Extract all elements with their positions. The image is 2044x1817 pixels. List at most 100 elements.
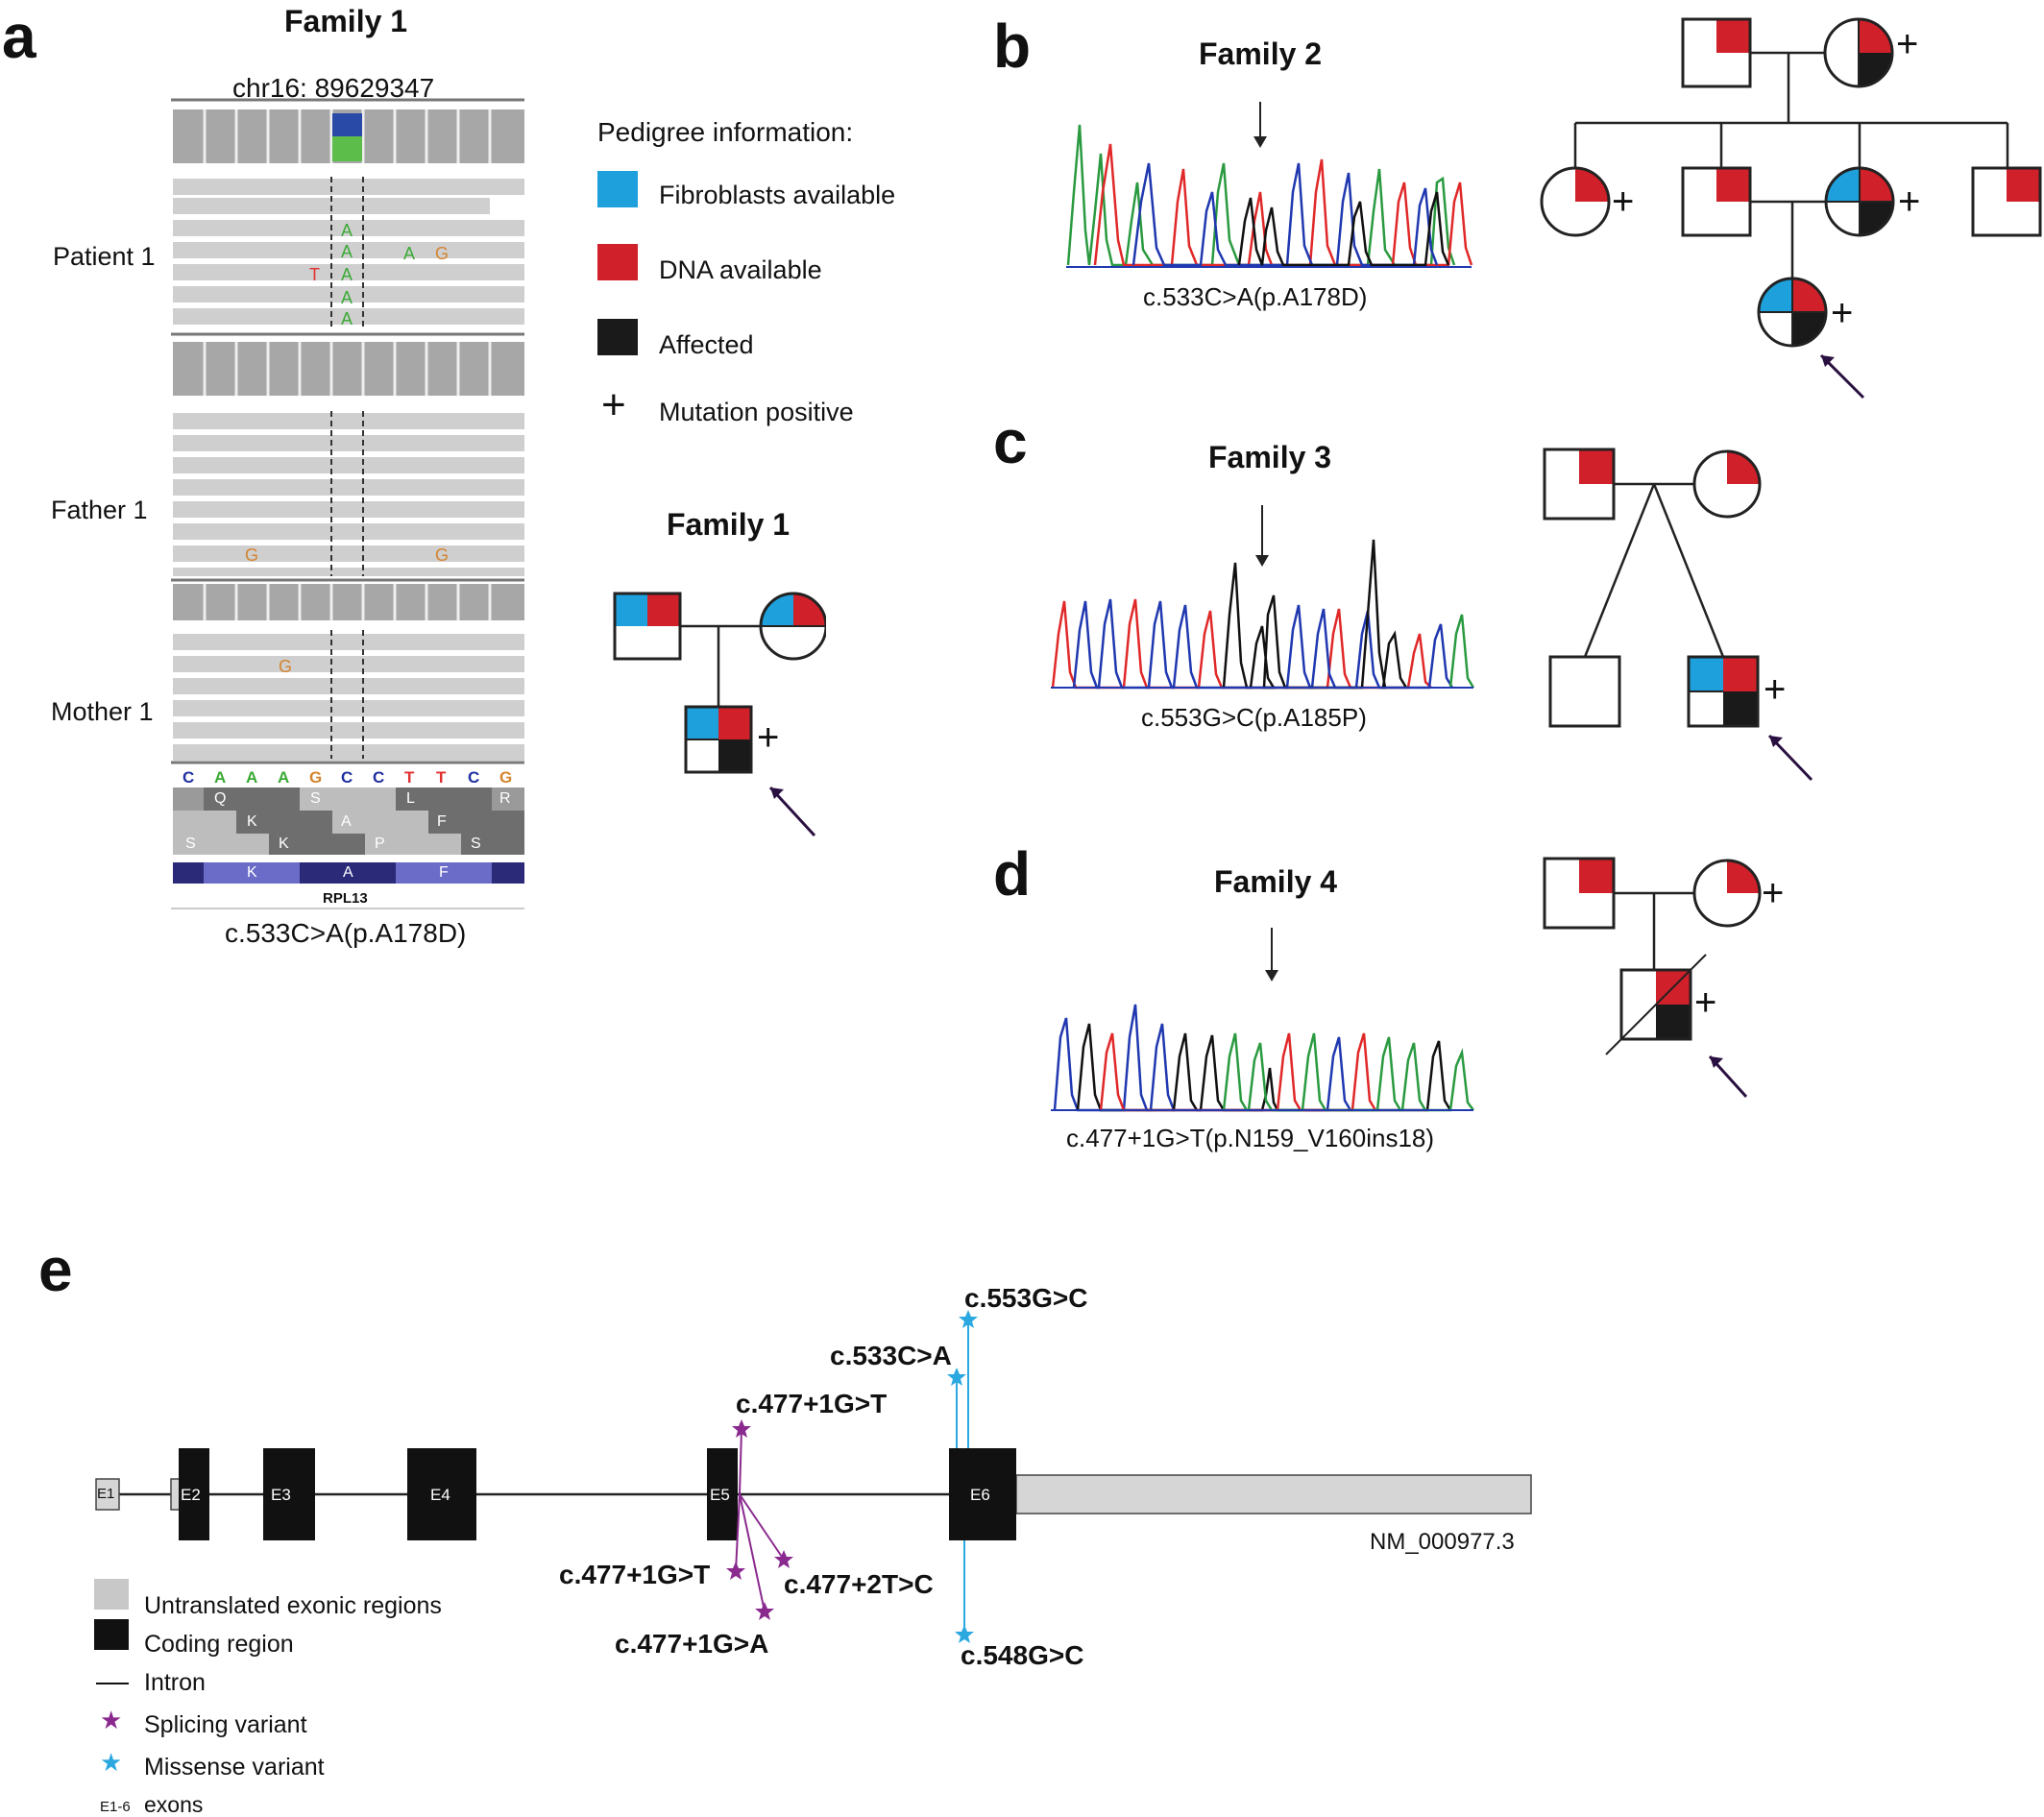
legend-label-mutation: Mutation positive — [659, 398, 854, 426]
mother-coverage — [173, 584, 524, 620]
aa-letter: S — [310, 790, 321, 807]
family2-grandmother — [1823, 17, 1894, 88]
transcript-id: NM_000977.3 — [1370, 1529, 1515, 1555]
aa-letter: K — [279, 836, 289, 852]
legend-swatch-fibroblasts — [597, 171, 638, 207]
variant-label-splice-left: c.477+1G>T — [559, 1560, 711, 1589]
family2-plus-mother: + — [1898, 181, 1921, 223]
variant-label-splice-right: c.477+2T>C — [784, 1569, 934, 1599]
family4-father — [1543, 857, 1616, 930]
exon-e3 — [263, 1448, 315, 1540]
family2-plus-proband: + — [1831, 292, 1854, 334]
family2-plus-grandmother: + — [1896, 23, 1919, 65]
legend-coding-label: Coding region — [144, 1631, 294, 1658]
variant-label-splice-bottom: c.477+1G>A — [615, 1629, 769, 1659]
seq-base: G — [309, 768, 323, 787]
family4-plus-proband: + — [1694, 981, 1717, 1024]
family3-pedigree — [1543, 448, 1813, 782]
base-letter: G — [245, 545, 259, 565]
exon-e2 — [179, 1448, 209, 1540]
missense-variant-stems — [956, 1320, 969, 1633]
family3-mother — [1692, 449, 1762, 519]
legend-label-dna: DNA available — [659, 255, 822, 284]
variant-label-missense-533: c.533C>A — [830, 1341, 952, 1370]
family1-pedigree — [613, 592, 826, 837]
family2-uncle — [1971, 166, 2042, 237]
exon-label-e1: E1 — [97, 1486, 115, 1502]
panel-c-title: Family 3 — [1208, 440, 1332, 474]
exon-e6 — [949, 1448, 1016, 1540]
exon-label-e4: E4 — [430, 1486, 450, 1504]
protein-letter: K — [247, 864, 257, 881]
variant-label-splice-top: c.477+1G>T — [736, 1389, 888, 1418]
panel-c-caption: c.553G>C(p.A185P) — [1141, 703, 1367, 732]
seq-base: A — [246, 768, 258, 787]
legend-label-fibroblasts: Fibroblasts available — [659, 181, 896, 209]
exon-label-e6: E6 — [970, 1486, 990, 1504]
protein-track — [173, 862, 524, 884]
exon-label-e3: E3 — [271, 1486, 291, 1504]
seq-base: C — [373, 768, 385, 787]
base-letter: G — [279, 657, 293, 676]
legend-swatch-dna — [597, 244, 638, 280]
aa-letter: S — [471, 836, 481, 852]
family4-plus-mother: + — [1762, 872, 1785, 914]
base-letter: A — [341, 309, 353, 328]
panel-label-a: a — [2, 2, 36, 71]
splice-variant-stars — [726, 1419, 793, 1620]
panel-label-d: d — [993, 839, 1032, 908]
aa-letter: K — [247, 813, 257, 830]
family2-grandfather — [1681, 17, 1752, 88]
legend-swatch-affected — [597, 319, 638, 355]
family2-plus-aunt: + — [1612, 181, 1635, 223]
legend-plus-symbol: + — [601, 381, 626, 428]
base-letter: T — [309, 265, 320, 284]
aa-letter: A — [341, 813, 352, 830]
seq-base: A — [214, 768, 227, 787]
panel-d-caption: c.477+1G>T(p.N159_V160ins18) — [1066, 1124, 1435, 1152]
base-letter: A — [341, 265, 353, 284]
family1-proband — [684, 705, 753, 774]
family1-plus: + — [757, 716, 780, 759]
gene-structure — [95, 1310, 1532, 1643]
panel-label-b: b — [993, 12, 1032, 81]
legend-utr-label: Untranslated exonic regions — [144, 1592, 442, 1619]
panel-b-caption: c.533C>A(p.A178D) — [1143, 282, 1368, 311]
family3-father — [1543, 448, 1616, 521]
panel-a-caption: c.533C>A(p.A178D) — [225, 918, 467, 948]
aa-letter: R — [499, 790, 511, 807]
splice-variant-stems — [735, 1428, 785, 1612]
aa-letter: F — [437, 813, 447, 830]
aa-letter: L — [406, 790, 415, 807]
aa-frames — [173, 787, 524, 855]
family2-aunt — [1540, 166, 1611, 237]
gene-label: RPL13 — [323, 890, 368, 907]
variant-label-missense-553: c.553G>C — [964, 1283, 1088, 1313]
family4-mother — [1692, 859, 1762, 928]
protein-letter: A — [343, 864, 353, 881]
exon-label-e5: E5 — [710, 1486, 730, 1504]
family3-proband — [1687, 655, 1760, 728]
base-letter: G — [435, 545, 450, 565]
family2-proband — [1757, 277, 1828, 348]
panel-a-title: Family 1 — [284, 4, 408, 38]
family3-plus: + — [1764, 668, 1787, 711]
legend-intron-label: Intron — [144, 1669, 206, 1696]
chromatogram-family4 — [1051, 928, 1474, 1112]
legend-label-affected: Affected — [659, 330, 754, 359]
father-coverage — [173, 342, 524, 396]
panel-d-title: Family 4 — [1214, 864, 1338, 899]
family3-sibling — [1548, 655, 1621, 728]
igv-browser — [171, 98, 524, 909]
family1-mother — [759, 592, 826, 661]
aa-letter: Q — [214, 790, 227, 807]
seq-base: T — [404, 768, 415, 787]
seq-base: G — [499, 768, 513, 787]
legend-exons-label: exons — [144, 1792, 204, 1817]
legend-missense-label: Missense variant — [144, 1754, 325, 1781]
legend-coding-swatch — [94, 1619, 129, 1650]
base-letter: A — [341, 288, 353, 307]
legend-splicing-label: Splicing variant — [144, 1711, 307, 1738]
row-label-mother: Mother 1 — [51, 697, 154, 726]
protein-letter: F — [439, 864, 449, 881]
